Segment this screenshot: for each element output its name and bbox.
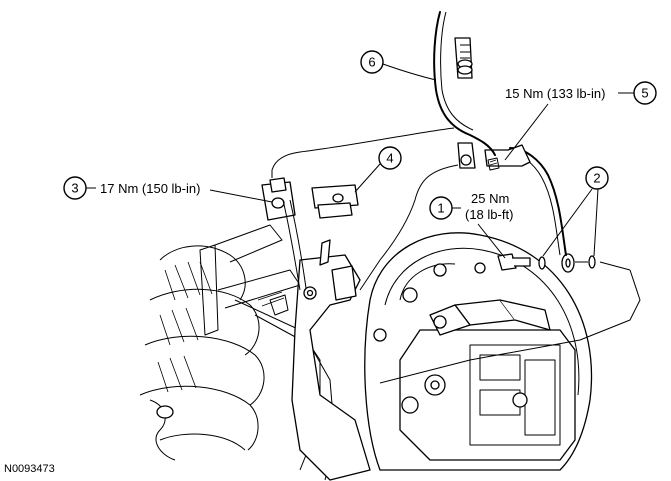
- hose-route: [271, 127, 459, 291]
- callout-1: 1 25 Nm (18 lb-ft): [429, 191, 513, 259]
- callout-2-leader-a: [542, 188, 593, 257]
- callout-2: 2: [542, 166, 609, 257]
- line-art: [139, 11, 641, 481]
- hose-bracket: [261, 177, 359, 291]
- callout-5-number: 5: [641, 86, 648, 101]
- callout-1-number: 1: [437, 201, 444, 216]
- brake-caliper: [399, 299, 576, 461]
- brake-line: [433, 11, 500, 171]
- callout-2-number: 2: [593, 171, 600, 186]
- callout-4-circle: [378, 146, 402, 170]
- callout-1-leader: [477, 223, 506, 259]
- callout-4-leader: [354, 163, 381, 193]
- callouts: 6 5 15 Nm (133 lb-in) 4 3 17 Nm (150 lb-…: [63, 50, 657, 259]
- banjo-fitting: [497, 253, 596, 273]
- callout-3-leader: [209, 189, 273, 203]
- callout-6-number: 6: [368, 55, 375, 70]
- callout-2-circle: [585, 166, 609, 190]
- callout-6: 6: [360, 50, 437, 81]
- callout-1-torque: 25 Nm: [471, 191, 509, 206]
- callout-3-torque: 17 Nm (150 lb-in): [100, 181, 200, 196]
- rotor-edge-lines: [379, 261, 641, 384]
- coil-spring: [139, 245, 265, 461]
- callout-3: 3 17 Nm (150 lb-in): [63, 176, 273, 203]
- figure-id: N0093473: [4, 463, 55, 475]
- callout-2-leader-b: [593, 188, 599, 257]
- brake-hose: [484, 144, 567, 256]
- callout-6-circle: [360, 50, 384, 74]
- callout-3-number: 3: [71, 181, 78, 196]
- callout-5-leader: [504, 103, 549, 161]
- callout-1-torque-imperial: (18 lb-ft): [465, 207, 513, 222]
- callout-5-torque: 15 Nm (133 lb-in): [505, 86, 605, 101]
- callout-5: 5 15 Nm (133 lb-in): [504, 81, 657, 161]
- callout-4: 4: [354, 146, 402, 193]
- callout-6-leader: [382, 63, 437, 81]
- steering-knuckle: [291, 239, 371, 481]
- callout-4-number: 4: [386, 151, 393, 166]
